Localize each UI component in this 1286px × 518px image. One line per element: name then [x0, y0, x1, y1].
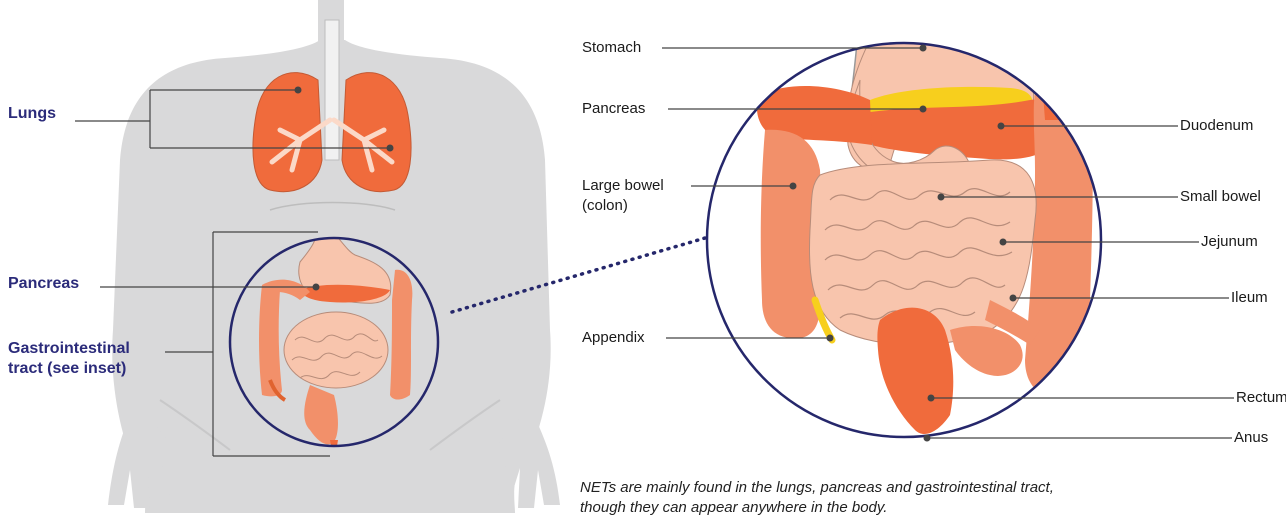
label-stomach: Stomach	[582, 38, 641, 57]
label-large-bowel-line1: Large bowel	[582, 176, 664, 195]
label-duodenum: Duodenum	[1180, 116, 1253, 135]
caption-line-1: NETs are mainly found in the lungs, panc…	[580, 478, 1220, 498]
label-gi-tract-line2: tract (see inset)	[8, 359, 126, 379]
label-gi-tract-line1: Gastrointestinal	[8, 339, 130, 359]
label-appendix: Appendix	[582, 328, 645, 347]
trachea	[325, 20, 339, 160]
label-small-bowel: Small bowel	[1180, 187, 1261, 206]
label-ileum: Ileum	[1231, 288, 1268, 307]
label-rectum: Rectum	[1236, 388, 1286, 407]
label-anus: Anus	[1234, 428, 1268, 447]
caption-line-2: though they can appear anywhere in the b…	[580, 498, 1220, 518]
label-large-bowel-line2: (colon)	[582, 196, 628, 215]
label-lungs: Lungs	[8, 104, 56, 124]
label-pancreas-inset: Pancreas	[582, 99, 645, 118]
label-jejunum: Jejunum	[1201, 232, 1258, 251]
label-pancreas-body: Pancreas	[8, 274, 79, 294]
caption: NETs are mainly found in the lungs, panc…	[580, 478, 1220, 518]
inset-view	[707, 30, 1101, 446]
